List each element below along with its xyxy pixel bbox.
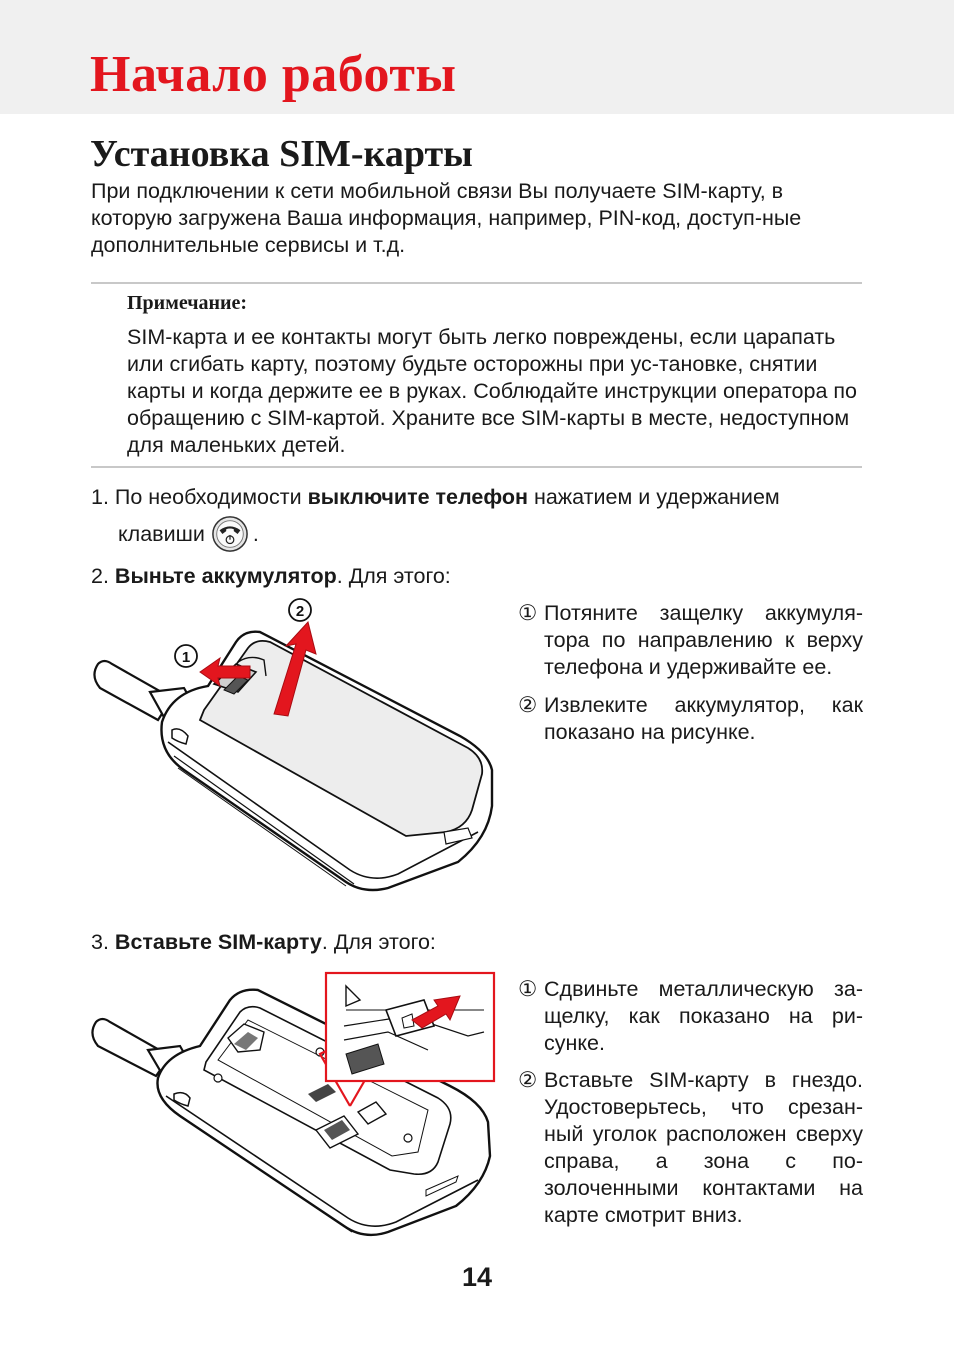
step-3-number: 3. <box>91 930 109 954</box>
step-1-line-2: клавиши . <box>118 514 259 554</box>
callout-2-label: 2 <box>296 603 304 620</box>
note-text: SIM-карта и ее контакты могут быть легко… <box>127 325 857 457</box>
step-1-number: 1. <box>91 485 109 509</box>
callout-1-label: 1 <box>182 649 190 666</box>
note-top-rule <box>91 282 862 284</box>
note-title: Примечание: <box>127 292 248 314</box>
step-2-text-post: . Для этого: <box>336 564 451 588</box>
step-2-instruction-2: ② Извлеките аккумулятор, как показано на… <box>518 692 863 746</box>
step-2-number: 2. <box>91 564 109 588</box>
step-3: 3. Вставьте SIM-карту. Для этого: <box>91 929 436 956</box>
step-1: 1. По необходимости выключите телефон на… <box>91 484 871 511</box>
callout-2 <box>288 598 312 622</box>
step-2-instruction-1: ① Потяните защелку аккумуля-тора по напр… <box>518 600 863 681</box>
instruction-text: Извлеките аккумулятор, как показано на р… <box>544 693 863 744</box>
section-title: Установка SIM-карты <box>90 133 473 175</box>
step-3-bold: Вставьте SIM-карту <box>114 930 322 954</box>
step-3-instruction-2: ② Вставьте SIM-карту в гнездо. Удостовер… <box>518 1067 863 1229</box>
step-2: 2. Выньте аккумулятор. Для этого: <box>91 563 451 590</box>
step-1-bold: выключите телефон <box>307 485 528 509</box>
step-3-instruction-1: ① Сдвиньте металлическую за-щелку, как п… <box>518 976 863 1057</box>
callout-1 <box>174 644 198 668</box>
step-2-bold: Выньте аккумулятор <box>114 564 337 588</box>
instruction-number: ② <box>518 693 538 717</box>
intro-paragraph: При подключении к сети мобильной связи В… <box>91 179 802 257</box>
battery-removal-illustration: 1 2 <box>93 598 494 892</box>
instruction-text: Сдвиньте металлическую за-щелку, как пок… <box>544 977 863 1055</box>
sim-insertion-illustration <box>91 971 496 1237</box>
instruction-number: ② <box>518 1068 538 1092</box>
instruction-number: ① <box>518 977 538 1001</box>
header-band <box>0 0 954 114</box>
step-1-text-post: нажатием и удержанием <box>528 485 780 509</box>
step-1-text-pre: По необходимости <box>114 485 308 509</box>
end-call-power-key-icon <box>211 516 248 552</box>
instruction-number: ① <box>518 601 538 625</box>
step-1-line2-post: . <box>252 522 259 546</box>
note-bottom-rule <box>91 466 862 468</box>
instruction-text: Потяните защелку аккумуля-тора по направ… <box>544 601 863 679</box>
step-3-text-post: . Для этого: <box>321 930 436 954</box>
step-1-line2-pre: клавиши <box>118 522 205 546</box>
chapter-title: Начало работы <box>90 46 457 103</box>
page-number: 14 <box>461 1262 493 1292</box>
instruction-text: Вставьте SIM-карту в гнездо. Удостоверьт… <box>544 1068 863 1227</box>
